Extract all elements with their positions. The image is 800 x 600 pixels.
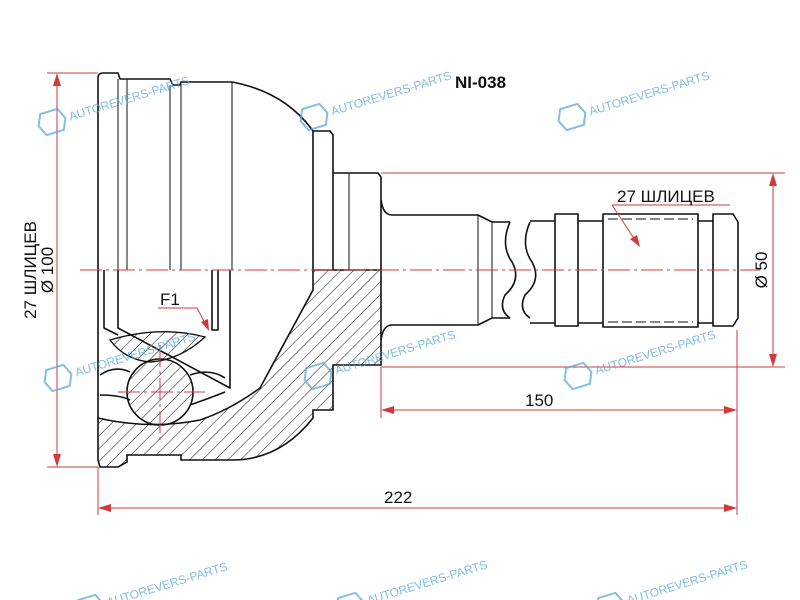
dimension-lines [47,72,785,515]
svg-text:AUTOREVERS-PARTS: AUTOREVERS-PARTS [67,73,191,123]
svg-text:AUTOREVERS-PARTS: AUTOREVERS-PARTS [587,68,711,118]
right-splines-label: 27 ШЛИЦЕВ [617,187,715,206]
left-splines-label: 27 ШЛИЦЕВ [21,221,40,319]
inner-race-section [108,331,207,363]
watermark-logo: AUTOREVERS-PARTS [335,557,489,600]
length-150-label: 150 [525,391,553,410]
left-diameter-label: Ø 100 [38,247,57,293]
svg-text:AUTOREVERS-PARTS: AUTOREVERS-PARTS [625,557,749,600]
svg-text:AUTOREVERS-PARTS: AUTOREVERS-PARTS [593,327,717,377]
watermark-logo: AUTOREVERS-PARTS [75,559,229,600]
watermark-logo: AUTOREVERS-PARTS [595,557,749,600]
svg-text:AUTOREVERS-PARTS: AUTOREVERS-PARTS [365,557,489,600]
length-222-label: 222 [384,488,412,507]
svg-text:AUTOREVERS-PARTS: AUTOREVERS-PARTS [105,559,229,600]
watermark-logo: AUTOREVERS-PARTS [557,68,711,132]
part-number: NI-038 [455,73,506,92]
watermark-logo: AUTOREVERS-PARTS [299,68,453,132]
svg-text:AUTOREVERS-PARTS: AUTOREVERS-PARTS [329,68,453,118]
watermarks: AUTOREVERS-PARTS AUTOREVERS-PARTS AUTORE… [37,68,749,600]
housing [97,72,382,418]
right-diameter-label: Ø 50 [752,252,771,289]
f1-label: F1 [160,290,180,309]
watermark-logo: AUTOREVERS-PARTS [563,327,717,391]
